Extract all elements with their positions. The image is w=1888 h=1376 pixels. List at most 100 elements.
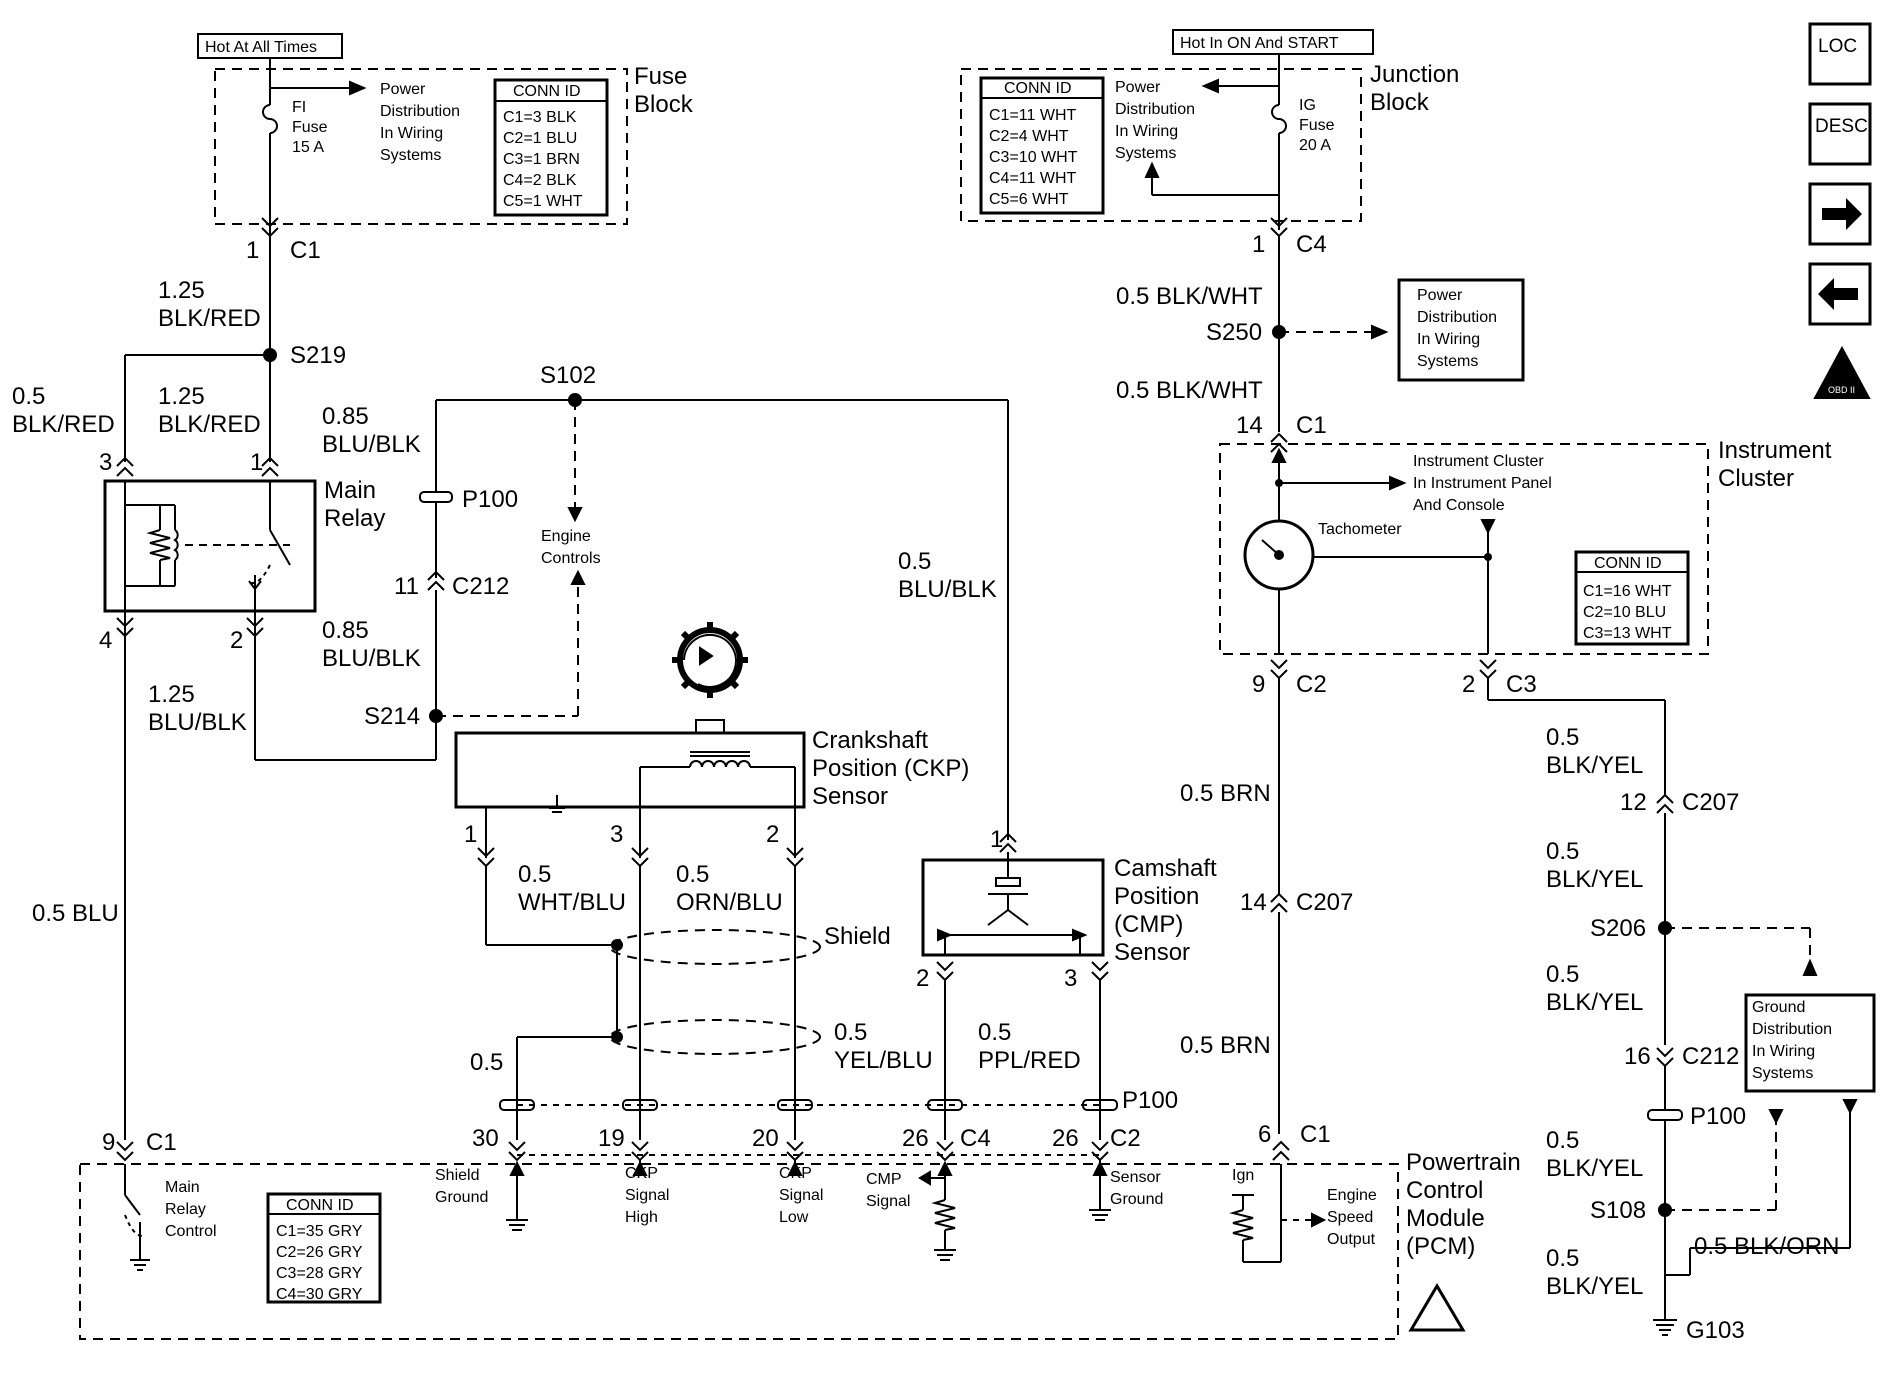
cmp-label-2: Position [1114, 883, 1199, 910]
ign-label: Ign [1232, 1167, 1254, 1184]
fuse-conn-row: C4=2 BLK [503, 172, 577, 189]
pin-label: 11 [394, 573, 419, 600]
ig-fuse-label: IG [1299, 97, 1316, 114]
fuse-rating: 15 A [292, 139, 324, 156]
ckp-high-label-2: Signal [625, 1187, 669, 1204]
main-relay-control-label-2: Relay [165, 1201, 206, 1218]
ic-conn-row: C3=13 WHT [1583, 625, 1672, 642]
wire-label: BLK/YEL [1546, 866, 1643, 893]
wire-label: 1.25 [148, 681, 195, 708]
connector-label: C207 [1682, 789, 1739, 816]
pd-right-box [1397, 278, 1525, 382]
pin-label: 26 [902, 1125, 929, 1152]
instrument-cluster-outline [1219, 443, 1709, 655]
jb-pd-label: Power [1115, 79, 1161, 96]
desc-button[interactable] [1808, 102, 1872, 166]
back-button[interactable] [1808, 262, 1872, 326]
pin-label: 14 [1240, 889, 1267, 916]
main-relay-label-2: Relay [324, 505, 385, 532]
ckp-sensor-box [454, 731, 806, 809]
ic-conn-header: CONN ID [1594, 555, 1662, 572]
pd-right-label-3: In Wiring [1417, 331, 1480, 348]
pin-label: 2 [766, 821, 779, 848]
wire-label: 0.5 [518, 861, 551, 888]
pin-label: 19 [598, 1125, 625, 1152]
pin-label: 3 [1064, 965, 1077, 992]
connector-label: P100 [1690, 1103, 1746, 1130]
wire-label: 0.5 BRN [1180, 780, 1271, 807]
ic-conn-row: C1=16 WHT [1583, 583, 1672, 600]
wire-label: 0.85 [322, 617, 369, 644]
splice-label: S219 [290, 342, 346, 369]
desc-label: DESC [1815, 116, 1868, 137]
ckp-low-label-3: Low [779, 1209, 809, 1226]
connector-label: C1 [1296, 412, 1327, 439]
wire-label: BLK/YEL [1546, 1155, 1643, 1182]
wire-label: BLK/RED [12, 411, 115, 438]
fuse-conn-row: C2=1 BLU [503, 130, 577, 147]
ic-note: Instrument Cluster [1413, 453, 1544, 470]
connector-label: P100 [462, 486, 518, 513]
connector-label: C1 [290, 237, 321, 264]
engine-speed-output-label-2: Speed [1327, 1209, 1373, 1226]
pin-label: 3 [99, 449, 112, 476]
pcm-conn-header: CONN ID [286, 1197, 354, 1214]
pin-label: 1 [1252, 231, 1265, 258]
ckp-low-label-2: Signal [779, 1187, 823, 1204]
wire-label: 0.5 BLK/ORN [1694, 1233, 1839, 1260]
main-relay-label: Main [324, 477, 376, 504]
wire-label: 0.5 [1546, 1245, 1579, 1272]
jb-conn-row: C4=11 WHT [989, 170, 1077, 187]
jb-conn-row: C2=4 WHT [989, 128, 1069, 145]
wire-label: 0.5 [834, 1019, 867, 1046]
wire-label: 0.5 [676, 861, 709, 888]
pcm-conn-row: C4=30 GRY [276, 1286, 363, 1303]
pin-label: 2 [230, 627, 243, 654]
ground-dist-label: Ground [1752, 999, 1805, 1016]
wire-label: 1.25 [158, 277, 205, 304]
main-relay-control-label: Main [165, 1179, 200, 1196]
fuse-conn-box [493, 78, 609, 217]
pcm-title: Powertrain [1406, 1149, 1521, 1176]
connector-label: C1 [1300, 1121, 1331, 1148]
jb-conn-row: C3=10 WHT [989, 149, 1078, 166]
jb-title: Junction [1370, 61, 1459, 88]
loc-button[interactable] [1808, 22, 1872, 86]
pd-label: Power [380, 81, 426, 98]
wire-label: 0.5 BLU [32, 900, 119, 927]
wire-label: BLK/YEL [1546, 1273, 1643, 1300]
wire-label: PPL/RED [978, 1047, 1081, 1074]
pin-label: 20 [752, 1125, 779, 1152]
pin-label: 1 [250, 449, 263, 476]
wire-label: 1.25 [158, 383, 205, 410]
splice-s206 [1658, 921, 1672, 935]
wire-label: BLK/YEL [1546, 989, 1643, 1016]
pcm-conn-row: C2=26 GRY [276, 1244, 363, 1261]
pcm-title-2: Control [1406, 1177, 1483, 1204]
connector-label: C212 [452, 573, 509, 600]
cmp-label-3: (CMP) [1114, 911, 1183, 938]
fuse-label-2: Fuse [292, 119, 328, 136]
engine-controls-label: Engine [541, 528, 591, 545]
pin-label: 3 [610, 821, 623, 848]
cmp-label-4: Sensor [1114, 939, 1190, 966]
cmp-sensor-box [921, 858, 1105, 957]
pcm-title-4: (PCM) [1406, 1233, 1475, 1260]
jb-conn-header: CONN ID [1004, 80, 1072, 97]
splice-label: S206 [1590, 915, 1646, 942]
splice-label: S250 [1206, 319, 1262, 346]
wire-label: 0.5 BLK/WHT [1116, 283, 1263, 310]
wire-label: 0.5 [1546, 1127, 1579, 1154]
pcm-title-3: Module [1406, 1205, 1485, 1232]
next-button[interactable] [1808, 182, 1872, 246]
wire-label: 0.5 BRN [1180, 1032, 1271, 1059]
ic-title: Instrument [1718, 437, 1832, 464]
splice-s214 [429, 709, 443, 723]
wire-label: 0.5 [898, 548, 931, 575]
wire-label: BLK/RED [158, 411, 261, 438]
wire-label: 0.5 [1546, 838, 1579, 865]
ckp-label-2: Position (CKP) [812, 755, 969, 782]
pin-label: 14 [1236, 412, 1263, 439]
